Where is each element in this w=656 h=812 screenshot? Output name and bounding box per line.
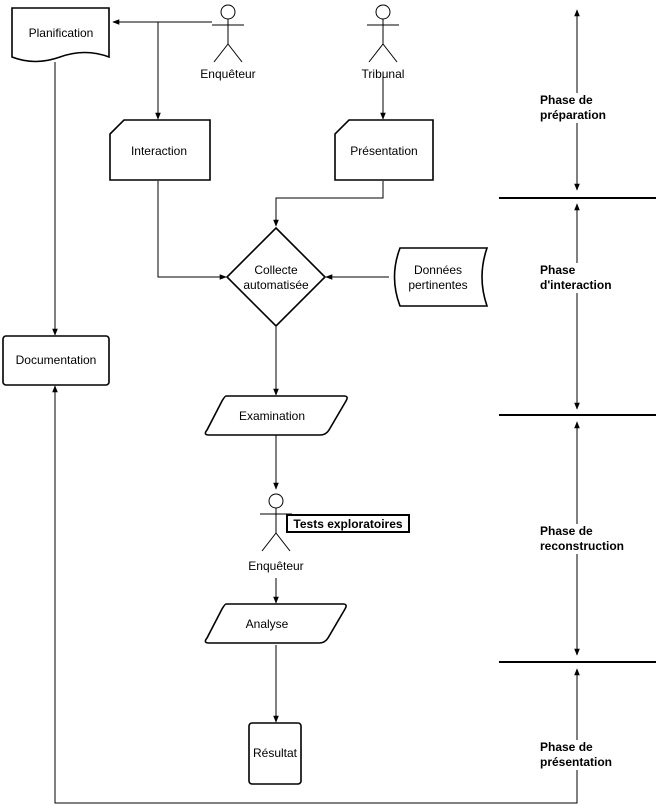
phase-reconstruction-label: Phase de reconstruction bbox=[534, 524, 632, 554]
connector-feedback-to-documentation bbox=[52, 385, 578, 804]
connector-interaction-to-collecte bbox=[157, 181, 227, 280]
phase-presentation-label: Phase de présentation bbox=[534, 740, 620, 770]
collecte-label-line2: automatisée bbox=[243, 278, 309, 292]
documentation-label: Documentation bbox=[16, 353, 97, 367]
tests-exploratoires-label: Tests exploratoires bbox=[293, 517, 402, 531]
planification-node bbox=[11, 7, 110, 63]
documentation-node bbox=[2, 335, 110, 386]
enqueteur-mid-label: Enquêteur bbox=[248, 559, 303, 573]
connector-presentation-to-collecte bbox=[273, 181, 384, 227]
analyse-label: Analyse bbox=[246, 617, 289, 631]
phase-presentation-line2: présentation bbox=[540, 755, 612, 769]
interaction-node bbox=[109, 119, 211, 181]
presentation-label: Présentation bbox=[350, 144, 417, 158]
donnees-label-line1: Données bbox=[414, 263, 462, 277]
phase-preparation-line1: Phase de bbox=[540, 93, 593, 107]
tribunal-label: Tribunal bbox=[362, 67, 405, 81]
donnees-storage-node bbox=[393, 247, 489, 307]
phase-presentation-line1: Phase de bbox=[540, 740, 593, 754]
phase-preparation-line2: préparation bbox=[540, 108, 606, 122]
enqueteur-mid-actor-icon bbox=[260, 493, 292, 552]
enqueteur-top-label: Enquêteur bbox=[200, 67, 255, 81]
interaction-label: Interaction bbox=[131, 144, 187, 158]
planification-label: Planification bbox=[29, 26, 94, 40]
enqueteur-top-actor-icon bbox=[212, 4, 244, 63]
donnees-label-line2: pertinentes bbox=[408, 278, 467, 292]
collecte-decision-node bbox=[225, 226, 327, 328]
resultat-node bbox=[248, 722, 302, 785]
phase-interaction-line1: Phase bbox=[540, 263, 576, 277]
examination-label: Examination bbox=[239, 409, 305, 423]
phase-interaction-line2: d'interaction bbox=[540, 278, 612, 292]
analyse-node bbox=[204, 603, 347, 644]
collecte-label-line1: Collecte bbox=[254, 263, 298, 277]
phase-interaction-label: Phase d'interaction bbox=[534, 263, 620, 293]
phase-reconstruction-line2: reconstruction bbox=[540, 539, 624, 553]
phase-reconstruction-line1: Phase de bbox=[540, 524, 593, 538]
tests-exploratoires-box bbox=[286, 514, 410, 533]
phase-preparation-label: Phase de préparation bbox=[534, 93, 620, 123]
tribunal-actor-icon bbox=[367, 4, 399, 63]
presentation-node bbox=[334, 119, 434, 181]
resultat-label: Résultat bbox=[253, 746, 298, 760]
examination-node bbox=[204, 395, 348, 436]
